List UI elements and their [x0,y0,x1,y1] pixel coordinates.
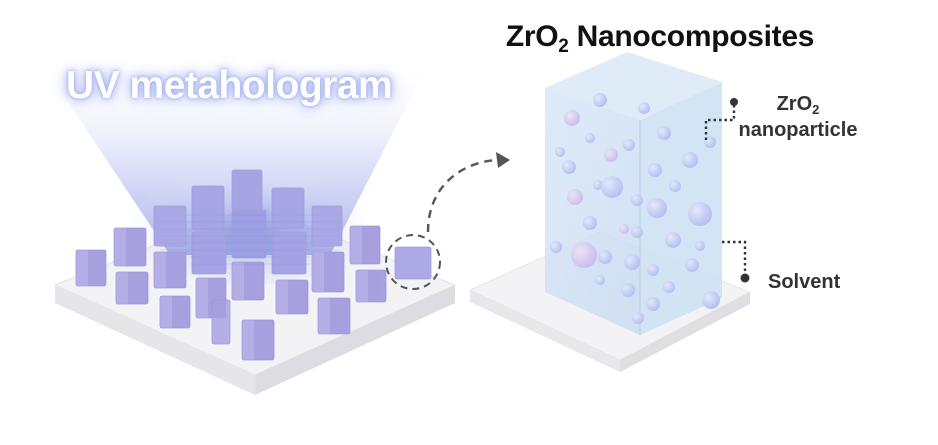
particle [567,189,583,205]
particle [631,194,643,206]
particle [621,283,635,297]
pillar [271,231,307,275]
pillar-shade [324,252,344,292]
composite-block-left-face [545,88,640,335]
particle [562,160,576,174]
pillar-shade [330,298,350,334]
pillar-shade [368,270,386,302]
pillar [211,299,231,345]
pillar [231,169,263,211]
particle [623,139,635,151]
title-subscript: 2 [558,36,569,57]
particle [550,241,562,253]
particle [598,250,612,264]
solvent-label: Solvent [768,271,841,293]
particle [695,241,705,251]
composite-block-top-face [545,52,722,120]
diagram-title: ZrO2 Nanocomposites [470,20,850,57]
pillar-shade [362,226,380,264]
pillar-shade [128,272,148,304]
particle [632,312,644,324]
particle [619,224,629,234]
particle [631,226,643,238]
pillar [317,297,351,335]
particle [624,254,640,270]
nano-pillars [75,169,432,361]
substrate-front-right [255,285,455,395]
highlight-circle [385,234,441,290]
nanoparticle-callout-line [704,98,738,140]
particle [601,176,623,198]
nanoparticle-label-line2: nanoparticle [738,119,858,141]
base-plate-front-left [470,290,620,372]
pillar [275,279,309,315]
np-subscript: 2 [812,102,820,117]
pillar-shade [288,280,308,314]
pillar-shade [126,228,146,266]
pillar [75,249,107,287]
pillar [191,231,227,275]
pillar [191,185,225,231]
particle [669,180,681,192]
pillar-shading [88,226,386,360]
metasurface-group [40,60,510,395]
pillar-shade [166,252,186,288]
nanoparticle-label-line1: ZrO2 [728,92,868,118]
particle [585,133,595,143]
zoom-arrow [426,158,501,233]
particle [595,275,605,285]
pillar [153,205,187,247]
substrate-front-left [55,285,255,395]
pillar [271,187,305,229]
nanocomposite-group [468,52,752,372]
particle [688,202,712,226]
pillar-shade [208,278,226,318]
beam-striations [160,214,340,265]
pillar [231,209,267,259]
composite-block-right-face [640,82,722,335]
particle [646,297,660,311]
zoom-arrow-head [496,152,510,168]
particle [604,148,618,162]
particle [571,242,597,268]
particle [682,152,698,168]
particle [593,180,603,190]
pillar [241,319,275,361]
solvent-callout-line [722,240,750,283]
pillar [231,261,265,301]
pillar [159,295,191,329]
uv-metahologram-label: UV metahologram [66,64,393,107]
particle [657,126,671,140]
particle [564,110,580,126]
particle [663,281,675,293]
particle [648,163,662,177]
pillar [394,246,432,280]
pillar-shade [244,262,264,300]
pillar [153,251,187,289]
title-main: ZrO [505,20,559,53]
pillar-shade [172,296,190,328]
particle [638,102,650,114]
pillar [311,251,345,293]
base-plate-front-right [620,292,750,372]
np-main: ZrO [776,93,813,115]
pillar [113,227,147,267]
particle [702,291,720,309]
nanoparticle-label: ZrO2 nanoparticle [728,92,868,142]
pillar [115,271,149,305]
particle [583,216,597,230]
pillar [355,269,387,303]
particle [647,264,659,276]
pillar-shade [254,320,274,360]
particle [593,93,607,107]
pillar-shade [88,250,106,286]
particle [665,232,681,248]
particle [685,258,699,272]
pillar [311,205,343,247]
pillar [349,225,381,265]
title-rest: Nanocomposites [568,20,815,53]
particle [555,147,565,157]
particle [647,198,667,218]
